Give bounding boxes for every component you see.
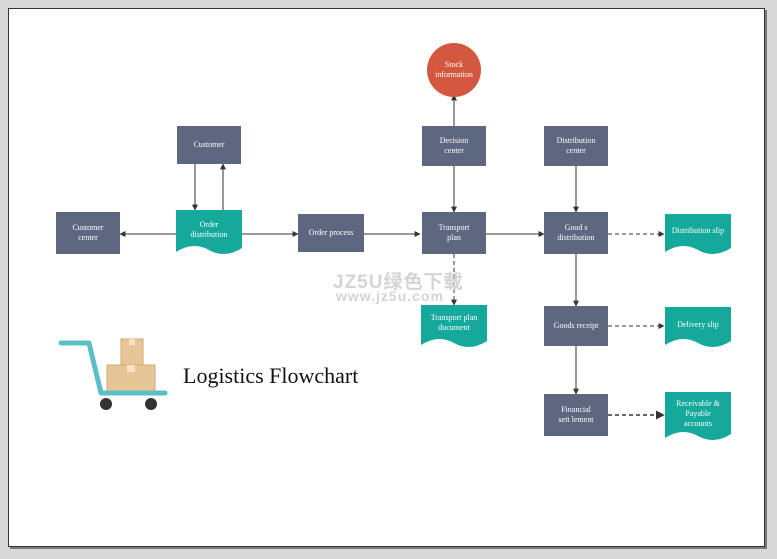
node-stock-information xyxy=(427,43,481,97)
watermark-url: www.jz5u.com xyxy=(336,288,444,304)
flowchart-graphics xyxy=(56,43,731,441)
watermark-brand: JZ5U绿色下载 xyxy=(333,272,464,293)
node-distribution-center xyxy=(544,126,608,166)
doc-order-distribution xyxy=(176,210,242,255)
doc-distribution-slip xyxy=(665,214,731,255)
node-transport-plan xyxy=(422,212,486,254)
diagram-canvas: Customer Customer center Order distribut… xyxy=(8,8,765,547)
node-customer-center xyxy=(56,212,120,254)
node-order-process xyxy=(298,214,364,252)
node-financial-settlement xyxy=(544,394,608,436)
doc-delivery-slip xyxy=(665,307,731,348)
node-goods-distribution xyxy=(544,212,608,254)
doc-receivable-payable xyxy=(665,392,731,441)
cart-icon xyxy=(58,338,168,410)
node-goods-receipt xyxy=(544,306,608,346)
doc-transport-plan-document xyxy=(421,305,487,348)
diagram-title: Logistics Flowchart xyxy=(183,363,359,388)
node-decision-center xyxy=(422,126,486,166)
node-customer xyxy=(177,126,241,164)
